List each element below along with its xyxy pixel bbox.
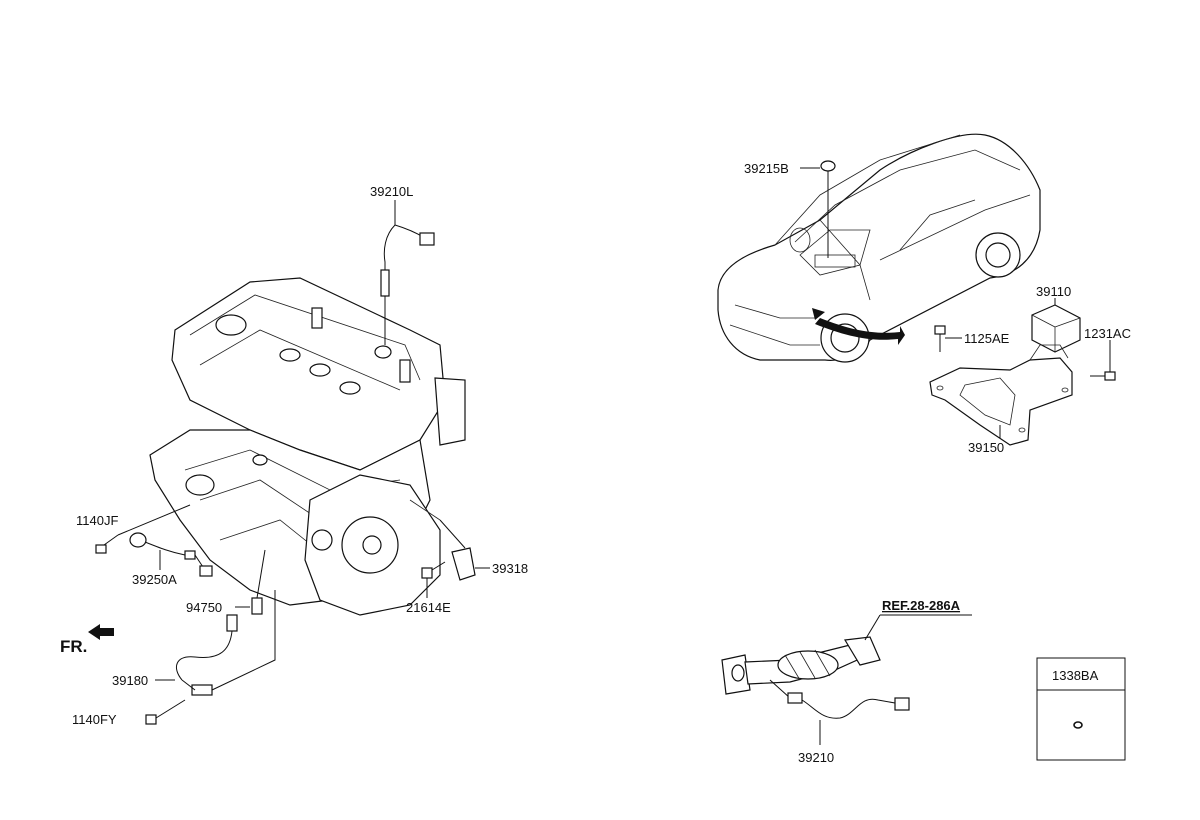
oxygen-sensor-lower	[769, 679, 910, 745]
sensor-94750	[235, 549, 266, 615]
front-arrow-icon	[88, 624, 114, 640]
bolt-1125ae	[934, 325, 962, 352]
bolt-1140fy	[145, 699, 186, 725]
label-1338BA: 1338BA	[1052, 668, 1099, 683]
sensor-39318	[439, 519, 490, 581]
car-illustration	[717, 133, 1041, 363]
ecm-unit-39110	[1031, 298, 1081, 353]
label-39150: 39150	[968, 440, 1004, 455]
grommet-39215b	[800, 160, 836, 258]
label-39210: 39210	[798, 750, 834, 765]
sensor-39180	[155, 590, 276, 696]
engine-block	[149, 277, 466, 616]
ecm-bracket-39150	[929, 344, 1073, 446]
reference-leader	[864, 614, 972, 641]
label-1140JF: 1140JF	[76, 513, 118, 528]
bolt-1231ac	[1090, 340, 1116, 381]
label-94750: 94750	[186, 600, 222, 615]
label-39250A: 39250A	[132, 572, 177, 587]
label-39110: 39110	[1036, 284, 1071, 299]
label-39318: 39318	[492, 561, 528, 576]
label-1140FY: 1140FY	[72, 712, 117, 727]
label-1231AC: 1231AC	[1084, 326, 1131, 341]
label-39210L: 39210L	[370, 184, 413, 199]
label-39180: 39180	[112, 673, 148, 688]
label-39215B: 39215B	[744, 161, 789, 176]
bolt-1140jf	[95, 504, 191, 554]
exhaust-pipe	[721, 636, 881, 695]
bolt-21614e	[421, 561, 446, 598]
sensor-39250a	[129, 532, 213, 577]
label-reference: REF.28-286A	[882, 598, 961, 613]
label-1125AE: 1125AE	[964, 331, 1010, 346]
part-box-1338ba	[1036, 657, 1126, 761]
label-21614E: 21614E	[406, 600, 451, 615]
oxygen-sensor-upper	[380, 200, 435, 345]
label-front: FR.	[60, 637, 87, 656]
